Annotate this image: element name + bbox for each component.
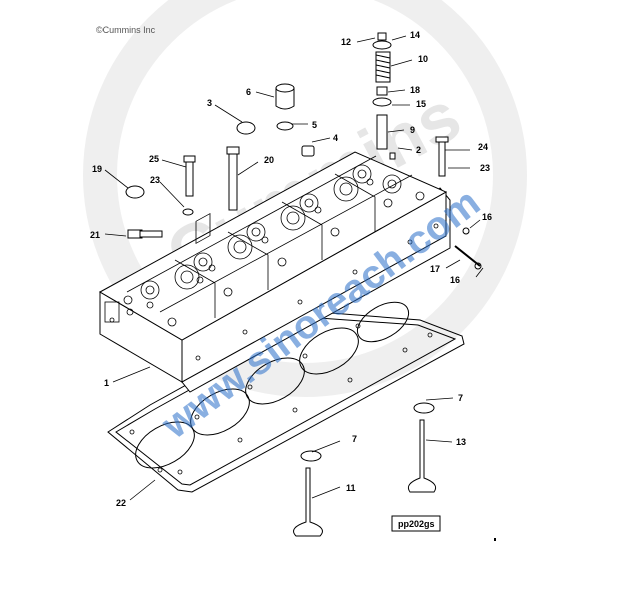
part-9-guide [376,114,388,150]
part-3-plug [236,121,256,135]
callout-5: 5 [312,120,317,130]
callout-11: 11 [346,483,356,493]
part-2-pin [389,152,396,160]
callout-16-bottom: 16 [450,275,460,285]
callout-21: 21 [90,230,100,240]
callout-20: 20 [264,155,274,165]
callout-6: 6 [246,87,251,97]
part-14-retainer [372,40,392,50]
callout-25: 25 [149,154,159,164]
loose-parts [125,32,482,462]
cylinder-head [98,151,451,393]
part-25-bolt [185,159,194,197]
part-15-washer [372,97,392,107]
part-7-seat-right [413,402,435,414]
valves [293,419,437,537]
callout-13: 13 [456,437,466,447]
callout-7-right: 7 [458,393,463,403]
part-6-sleeve [275,87,295,110]
callout-15: 15 [416,99,426,109]
reference-label: pp202gs [391,515,496,541]
callout-10: 10 [418,54,428,64]
callout-14: 14 [410,30,420,40]
part-20-bolt [228,151,238,211]
copyright-text: ©Cummins Inc [96,25,156,35]
callout-12: 12 [341,37,351,47]
part-23-washer [182,208,194,216]
callout-7-left: 7 [352,434,357,444]
callout-2: 2 [416,145,421,155]
part-18-seal [376,86,388,96]
callout-23-left: 23 [150,175,160,185]
callout-22: 22 [116,498,126,508]
callout-17: 17 [430,264,440,274]
callout-23-right: 23 [480,163,490,173]
callout-9: 9 [410,125,415,135]
callout-3: 3 [207,98,212,108]
part-4-dowel [301,145,315,157]
part-12-cap [377,32,387,41]
part-19-plug [125,185,145,199]
reference-code: pp202gs [398,519,435,529]
callout-19: 19 [92,164,102,174]
part-10-spring [375,51,391,83]
part-5-oring [276,121,294,131]
part-24-fitting [438,139,446,177]
part-13-valve [407,419,437,493]
callouts: 1 2 3 4 5 6 7 7 9 10 11 12 13 14 15 16 1… [90,30,492,508]
callout-1: 1 [104,378,109,388]
part-17-tube [454,245,481,267]
leader-lines [104,35,484,501]
callout-4: 4 [333,133,338,143]
part-11-valve [293,467,323,537]
callout-18: 18 [410,85,420,95]
callout-24: 24 [478,142,488,152]
part-7-seat-left [300,450,322,462]
callout-16-top: 16 [482,212,492,222]
